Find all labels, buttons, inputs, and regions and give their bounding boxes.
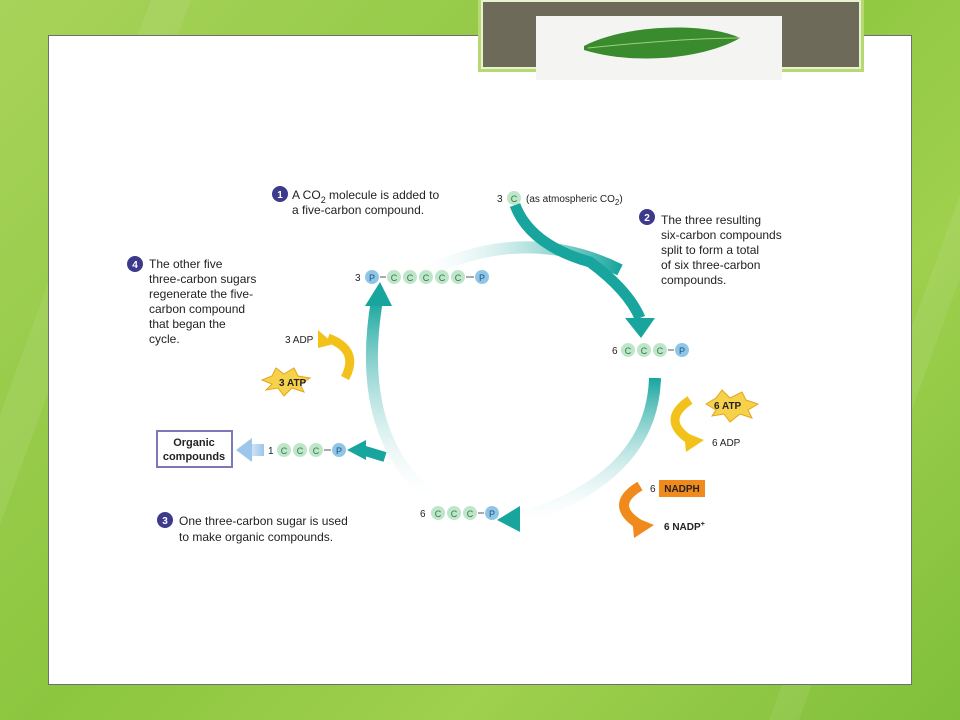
- svg-text:3: 3: [355, 273, 361, 284]
- svg-text:(as atmospheric CO2): (as atmospheric CO2): [526, 194, 623, 207]
- svg-text:C: C: [625, 346, 632, 356]
- svg-text:P: P: [336, 446, 342, 456]
- svg-text:6: 6: [420, 509, 426, 520]
- svg-text:split to form a total: split to form a total: [661, 243, 759, 257]
- svg-text:C: C: [439, 273, 446, 283]
- svg-text:C: C: [391, 273, 398, 283]
- svg-text:Organic: Organic: [173, 437, 215, 449]
- three-carbon-output: 1 C C C P: [268, 443, 346, 457]
- step-1-line-2: a five-carbon compound.: [292, 203, 424, 217]
- svg-text:C: C: [451, 509, 458, 519]
- svg-text:C: C: [435, 509, 442, 519]
- svg-text:NADPH: NADPH: [664, 484, 700, 495]
- output-arrowhead: [236, 438, 252, 462]
- svg-text:C: C: [297, 446, 304, 456]
- svg-text:2: 2: [644, 213, 650, 224]
- svg-text:C: C: [423, 273, 430, 283]
- svg-text:3: 3: [497, 194, 503, 205]
- svg-text:C: C: [281, 446, 288, 456]
- svg-text:One three-carbon sugar is used: One three-carbon sugar is used: [179, 514, 348, 528]
- svg-text:C: C: [455, 273, 462, 283]
- svg-text:C: C: [511, 194, 518, 204]
- step-1-line-1a: A CO: [292, 188, 321, 202]
- svg-text:P: P: [679, 346, 685, 356]
- svg-text:6: 6: [650, 484, 656, 495]
- arrowhead-bottom: [497, 506, 520, 532]
- output-arrow-shaft: [250, 444, 264, 456]
- svg-text:compounds: compounds: [163, 451, 225, 463]
- svg-text:of six three-carbon: of six three-carbon: [661, 258, 760, 272]
- five-carbon-compound: 3 P C C C C C P: [355, 270, 489, 284]
- svg-text:C: C: [657, 346, 664, 356]
- svg-text:1: 1: [268, 446, 274, 457]
- step-4: 4 The other five three-carbon sugars reg…: [127, 256, 256, 346]
- step-3: 3 One three-carbon sugar is used to make…: [157, 512, 348, 544]
- svg-text:C: C: [313, 446, 320, 456]
- svg-text:P: P: [489, 509, 495, 519]
- atp-label: 3 ATP: [279, 378, 307, 389]
- step-1: 1 A CO2 molecule is added to a five-carb…: [272, 186, 439, 217]
- svg-text:to make organic compounds.: to make organic compounds.: [179, 530, 333, 544]
- step-2: 2 The three resulting six-carbon compoun…: [639, 209, 782, 287]
- svg-text:The other five: The other five: [149, 257, 223, 271]
- svg-text:three-carbon sugars: three-carbon sugars: [149, 272, 256, 286]
- svg-text:C: C: [407, 273, 414, 283]
- co2-input: 3 C (as atmospheric CO2): [497, 191, 623, 207]
- cycle-arrows: [236, 205, 655, 532]
- nadp-label: 6 NADP+: [664, 521, 705, 533]
- three-carbon-right: 6 C C C P: [612, 343, 689, 357]
- svg-text:regenerate the five-: regenerate the five-: [149, 287, 253, 301]
- cycle-arrow-right: [515, 378, 655, 520]
- adp-label: 6 ADP: [712, 438, 741, 449]
- svg-text:cycle.: cycle.: [149, 332, 180, 346]
- svg-text:1: 1: [277, 190, 283, 201]
- svg-text:carbon compound: carbon compound: [149, 302, 245, 316]
- adp-label: 3 ADP: [285, 335, 314, 346]
- svg-text:C: C: [467, 509, 474, 519]
- svg-text:4: 4: [132, 260, 138, 271]
- svg-text:six-carbon compounds: six-carbon compounds: [661, 228, 782, 242]
- arrowhead-right: [625, 318, 655, 338]
- organic-compounds-box: Organic compounds: [157, 431, 232, 467]
- atp-label: 6 ATP: [714, 401, 742, 412]
- cycle-arrow-left: [372, 300, 428, 495]
- svg-text:compounds.: compounds.: [661, 273, 726, 287]
- svg-text:6: 6: [612, 346, 618, 357]
- svg-text:P: P: [479, 273, 485, 283]
- arrowhead-left: [347, 440, 366, 460]
- svg-text:C: C: [641, 346, 648, 356]
- atp-consumption-right: 6 ATP 6 ADP: [675, 390, 758, 452]
- svg-text:that began the: that began the: [149, 317, 226, 331]
- atp-regeneration-left: 3 ADP 3 ATP: [262, 330, 350, 396]
- svg-text:P: P: [369, 273, 375, 283]
- svg-text:3: 3: [162, 516, 168, 527]
- svg-text:The three resulting: The three resulting: [661, 213, 761, 227]
- three-carbon-bottom: 6 C C C P: [420, 506, 499, 520]
- nadph-consumption: 6 NADPH 6 NADP+: [624, 480, 705, 538]
- arrowhead-top-left: [365, 282, 392, 306]
